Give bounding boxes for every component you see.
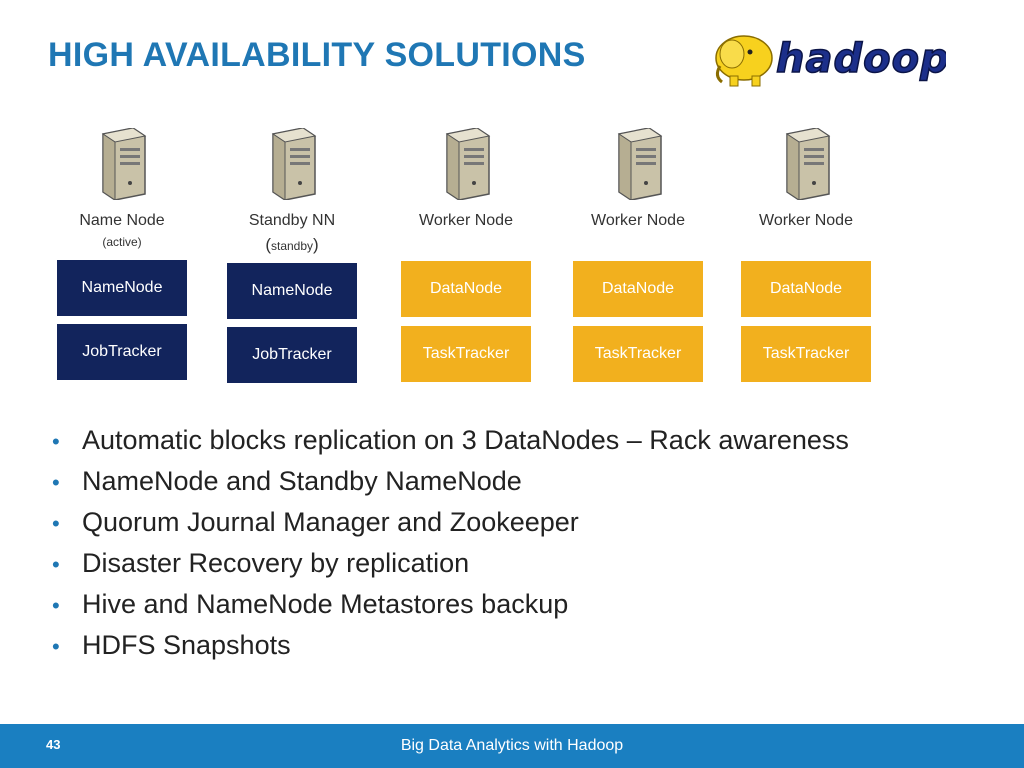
bullet-dot: • bbox=[52, 470, 60, 495]
server-icon bbox=[95, 127, 149, 201]
namenode-box: NameNode bbox=[57, 260, 187, 316]
node-label: Worker Node bbox=[591, 212, 685, 229]
jobtracker-box: JobTracker bbox=[227, 327, 357, 383]
node-sublabel: (active) bbox=[102, 235, 142, 249]
bullet-dot: • bbox=[52, 429, 60, 454]
bullet-item: • Hive and NameNode Metastores backup bbox=[52, 584, 849, 625]
bullet-text: Hive and NameNode Metastores backup bbox=[82, 589, 569, 619]
tasktracker-box: TaskTracker bbox=[741, 326, 871, 382]
node-label: Worker Node bbox=[759, 212, 853, 229]
bullet-item: • Automatic blocks replication on 3 DataN… bbox=[52, 420, 849, 461]
datanode-box: DataNode bbox=[573, 261, 703, 317]
bullet-item: • Disaster Recovery by replication bbox=[52, 543, 849, 584]
bullet-dot: • bbox=[52, 511, 60, 536]
bullet-dot: • bbox=[52, 593, 60, 618]
server-icon bbox=[439, 127, 493, 201]
namenode-box: NameNode bbox=[227, 263, 357, 319]
node-label: Name Node bbox=[79, 212, 165, 229]
footer-title: Big Data Analytics with Hadoop bbox=[400, 737, 624, 754]
node-label: Standby NN bbox=[248, 212, 336, 229]
bullet-dot: • bbox=[52, 552, 60, 577]
tasktracker-box: TaskTracker bbox=[573, 326, 703, 382]
bullet-list: • Automatic blocks replication on 3 DataN… bbox=[52, 420, 849, 666]
server-icon bbox=[779, 127, 833, 201]
elephant-icon bbox=[715, 35, 773, 87]
node-label: Worker Node bbox=[419, 212, 513, 229]
hadoop-logo: hadoop bbox=[715, 35, 946, 87]
bullet-text: Automatic blocks replication on 3 DataNo… bbox=[82, 425, 849, 455]
slide-title: HIGH AVAILABILITY SOLUTIONS bbox=[48, 36, 586, 74]
bullet-text: HDFS Snapshots bbox=[82, 630, 291, 660]
bullet-item: • Quorum Journal Manager and Zookeeper bbox=[52, 502, 849, 543]
server-icon bbox=[265, 127, 319, 201]
datanode-box: DataNode bbox=[741, 261, 871, 317]
tasktracker-box: TaskTracker bbox=[401, 326, 531, 382]
hadoop-wordmark: hadoop bbox=[776, 36, 946, 82]
jobtracker-box: JobTracker bbox=[57, 324, 187, 380]
bullet-dot: • bbox=[52, 634, 60, 659]
bullet-text: NameNode and Standby NameNode bbox=[82, 466, 522, 496]
datanode-box: DataNode bbox=[401, 261, 531, 317]
bullet-item: • HDFS Snapshots bbox=[52, 625, 849, 666]
node-sublabel: (standby) bbox=[265, 235, 319, 254]
bullet-item: • NameNode and Standby NameNode bbox=[52, 461, 849, 502]
server-icon bbox=[611, 127, 665, 201]
page-number: 43 bbox=[46, 737, 61, 752]
bullet-text: Quorum Journal Manager and Zookeeper bbox=[82, 507, 579, 537]
bullet-text: Disaster Recovery by replication bbox=[82, 548, 470, 578]
footer-bar: 43 Big Data Analytics with Hadoop bbox=[0, 724, 1024, 768]
